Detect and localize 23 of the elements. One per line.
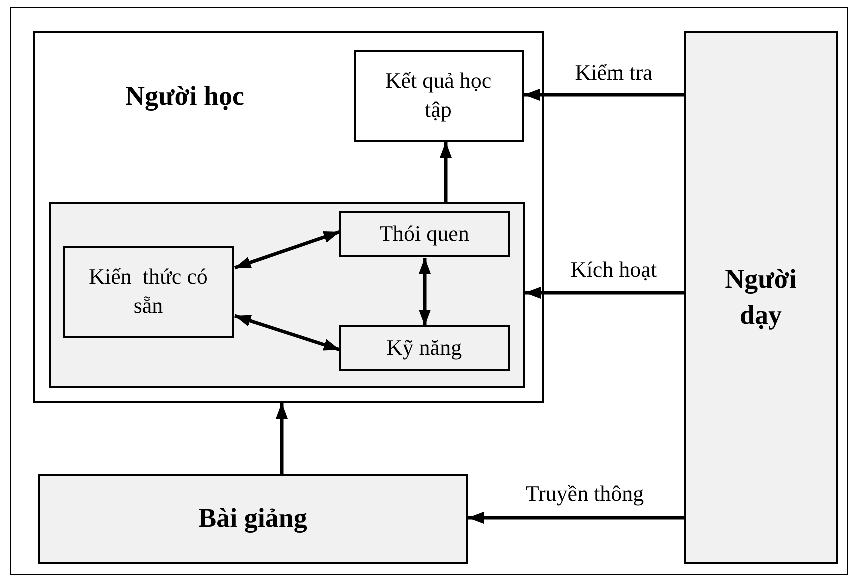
arrow xyxy=(525,287,684,299)
node-label: Bài giảng xyxy=(198,502,308,536)
arrow xyxy=(468,512,684,524)
arrow xyxy=(524,89,684,101)
arrow xyxy=(234,314,341,352)
node-label: Thói quen xyxy=(380,220,470,248)
node-heading: Người học xyxy=(124,81,246,112)
group-box xyxy=(48,202,524,388)
container-box xyxy=(33,31,544,403)
node-label: Kiến thức có sẵn xyxy=(88,263,209,320)
process-box xyxy=(339,211,510,257)
process-box xyxy=(38,474,468,564)
process-box xyxy=(339,325,510,371)
arrow xyxy=(276,403,288,474)
process-box xyxy=(684,31,838,564)
process-box xyxy=(63,246,234,338)
arrow xyxy=(440,142,452,202)
process-box xyxy=(354,50,524,142)
node-label: Người dạy xyxy=(724,263,798,332)
arrow xyxy=(419,258,431,326)
node-label: Kết quả học tập xyxy=(384,66,493,124)
arrow xyxy=(234,230,341,270)
node-label: Kỹ năng xyxy=(386,334,462,362)
